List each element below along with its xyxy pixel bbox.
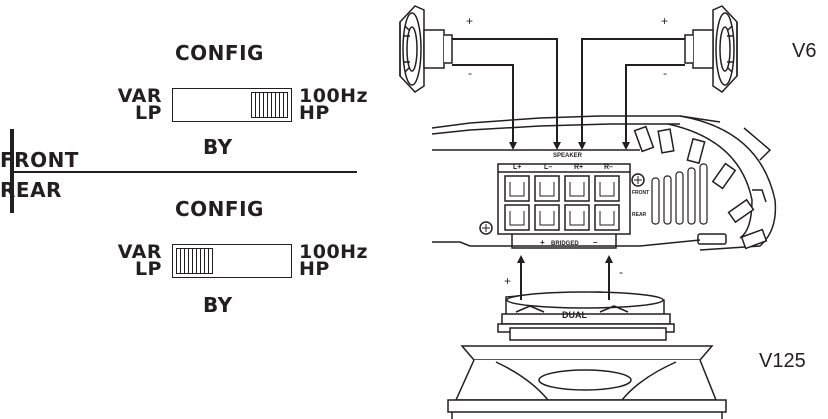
rear-lp-label: LP bbox=[134, 258, 162, 280]
side-front-label: FRONT bbox=[632, 190, 649, 196]
sub-minus-label: - bbox=[619, 265, 623, 279]
front-100hz-label: 100Hz bbox=[299, 85, 369, 107]
left-speaker-icon bbox=[399, 5, 453, 93]
front-crossover-switch[interactable] bbox=[172, 88, 292, 122]
rear-switch-left-label: VAR LP bbox=[96, 241, 162, 280]
right-speaker-icon bbox=[684, 5, 738, 93]
front-switch-knob[interactable] bbox=[251, 92, 288, 118]
front-var-label: VAR bbox=[117, 85, 162, 107]
front-hp-label: HP bbox=[299, 102, 330, 124]
bridged-plus-small: + bbox=[540, 238, 545, 247]
v6-model-label: V6 bbox=[792, 40, 817, 62]
terminal-l-plus: L+ bbox=[513, 164, 521, 171]
speaker-wires bbox=[452, 38, 685, 150]
v125-model-label: V125 bbox=[759, 350, 806, 372]
right-speaker-minus: - bbox=[663, 66, 667, 80]
left-speaker-minus: - bbox=[468, 66, 472, 80]
left-speaker-plus: + bbox=[466, 14, 473, 28]
subwoofer-icon: DUAL bbox=[447, 291, 727, 419]
svg-text:DUAL: DUAL bbox=[562, 310, 587, 320]
rear-switch-knob[interactable] bbox=[176, 248, 213, 274]
amplifier-icon bbox=[431, 115, 777, 251]
rear-crossover-switch[interactable] bbox=[172, 244, 292, 278]
rear-var-label: VAR bbox=[117, 241, 162, 263]
rear-switch-right-label: 100Hz HP bbox=[299, 241, 369, 280]
rear-100hz-label: 100Hz bbox=[299, 241, 369, 263]
rear-hp-label: HP bbox=[299, 258, 330, 280]
front-config-title: CONFIG bbox=[175, 41, 264, 65]
front-switch-right-label: 100Hz HP bbox=[299, 85, 369, 124]
terminal-block-label: SPEAKER bbox=[553, 153, 583, 159]
side-rear-label: REAR bbox=[632, 212, 647, 218]
sub-plus-label: + bbox=[504, 274, 511, 288]
front-lp-label: LP bbox=[134, 102, 162, 124]
front-by-label: BY bbox=[203, 135, 233, 159]
bridged-minus-small: – bbox=[593, 238, 598, 247]
right-speaker-plus: + bbox=[661, 14, 668, 28]
terminal-block-icon bbox=[479, 163, 645, 249]
terminal-l-minus: L– bbox=[544, 164, 552, 171]
terminal-r-plus: R+ bbox=[574, 164, 583, 171]
rear-config-title: CONFIG bbox=[175, 197, 264, 221]
rear-by-label: BY bbox=[203, 293, 233, 317]
bridged-label: BRIDGED bbox=[551, 241, 579, 247]
front-rear-divider bbox=[10, 171, 357, 173]
bridged-wires bbox=[517, 255, 613, 300]
front-channel-label: FRONT bbox=[0, 148, 79, 172]
terminal-r-minus: R– bbox=[604, 164, 613, 171]
rear-channel-label: REAR bbox=[0, 178, 62, 202]
front-switch-left-label: VAR LP bbox=[96, 85, 162, 124]
